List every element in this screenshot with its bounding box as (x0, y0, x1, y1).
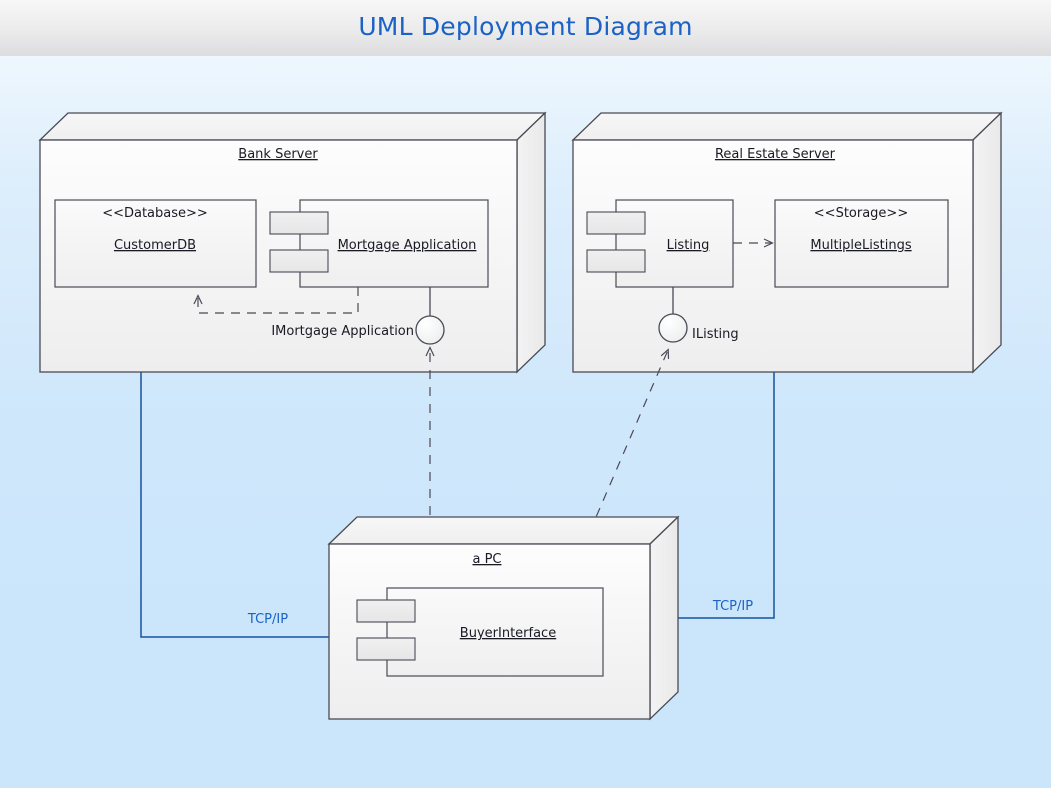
interface-ilisting-label: IListing (692, 327, 739, 342)
component-mortgage-application-label: Mortgage Application (338, 238, 477, 253)
component-buyerinterface[interactable]: BuyerInterface (356, 587, 604, 677)
component-customerdb-stereotype: <<Database>> (102, 206, 208, 221)
dependency-buyer-to-ilisting (555, 348, 670, 611)
component-listing-tab-bottom (586, 249, 646, 273)
page-title: UML Deployment Diagram (358, 12, 693, 41)
node-a-pc-top-face (327, 516, 680, 545)
component-customerdb-box (54, 199, 257, 288)
interface-ilisting[interactable]: IListing (658, 287, 739, 343)
interface-imortgage-application[interactable]: IMortgage Application (271, 287, 445, 345)
node-real-estate-server-label: Real Estate Server (715, 147, 836, 162)
connection-tcpip-right[interactable]: TCP/IP (655, 372, 775, 619)
interface-imortgage-application-label: IMortgage Application (271, 324, 414, 339)
component-multiple-listings-box (774, 199, 949, 288)
node-bank-server-side-face (516, 111, 546, 374)
node-real-estate-server-side-face (972, 111, 1002, 374)
node-real-estate-server-top-face (571, 112, 1003, 141)
component-multiple-listings-label: MultipleListings (810, 238, 911, 253)
node-a-pc-label: a PC (472, 552, 501, 567)
component-multiple-listings-stereotype: <<Storage>> (814, 206, 908, 221)
node-a-pc-side-face (649, 515, 679, 721)
component-listing-tab-top (586, 211, 646, 235)
component-mortgage-application-box (299, 199, 489, 288)
node-bank-server-label: Bank Server (238, 147, 318, 162)
component-customerdb[interactable]: <<Database>> CustomerDB (54, 199, 257, 288)
dependency-mortgage-to-customerdb (193, 287, 359, 314)
connection-tcpip-left[interactable]: TCP/IP (140, 372, 395, 638)
connection-label-tcpip-right: TCP/IP (712, 599, 753, 614)
node-bank-server[interactable]: Bank Server <<Database>> CustomerDB Mort… (38, 111, 547, 374)
component-buyerinterface-tab-bottom (356, 637, 416, 661)
component-mortgage-application[interactable]: Mortgage Application (269, 199, 489, 288)
component-listing[interactable]: Listing (586, 199, 734, 288)
component-listing-label: Listing (667, 238, 710, 253)
connection-label-tcpip-left: TCP/IP (247, 612, 288, 627)
node-a-pc[interactable]: a PC BuyerInterface (327, 515, 680, 721)
component-customerdb-label: CustomerDB (114, 238, 196, 253)
component-mortgage-application-tab-bottom (269, 249, 329, 273)
component-buyerinterface-label: BuyerInterface (460, 626, 556, 641)
component-mortgage-application-tab-top (269, 211, 329, 235)
node-bank-server-top-face (38, 112, 547, 141)
interface-ilisting-circle (658, 313, 688, 343)
component-multiple-listings[interactable]: <<Storage>> MultipleListings (774, 199, 949, 288)
node-real-estate-server[interactable]: Real Estate Server Listing <<Storage>> M… (571, 111, 1003, 374)
component-buyerinterface-box (386, 587, 604, 677)
interface-imortgage-application-circle (415, 315, 445, 345)
page-header: UML Deployment Diagram (0, 0, 1051, 56)
component-buyerinterface-tab-top (356, 599, 416, 623)
